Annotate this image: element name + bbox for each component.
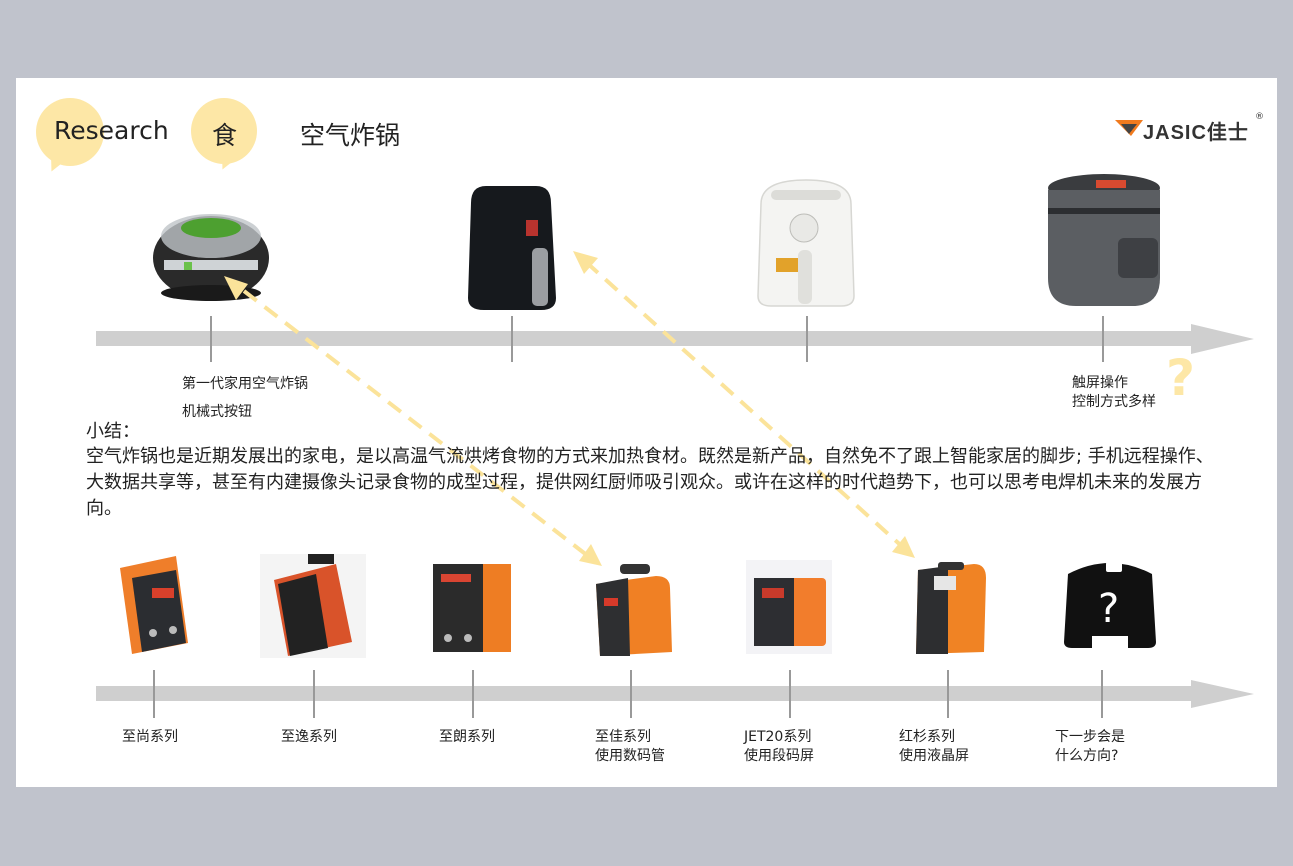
welder-hongshan-image xyxy=(916,562,986,654)
slide: Research 食 空气炸锅 JASIC佳士 ® xyxy=(16,78,1277,787)
summary-body: 空气炸锅也是近期发展出的家电，是以高温气流烘烤食物的方式来加热食材。既然是新产品… xyxy=(86,446,1214,519)
research-bubble xyxy=(36,98,104,166)
welder-caption-7-line1: 下一步会是 xyxy=(1055,729,1125,745)
page-title: 空气炸锅 xyxy=(300,121,401,150)
caption-smart-line2: 控制方式多样 xyxy=(1072,394,1156,410)
food-label: 食 xyxy=(212,121,238,150)
jasic-logo-mark-icon xyxy=(1115,120,1143,136)
welder-jet20-image xyxy=(746,560,832,654)
caption-gen1-line2: 机械式按钮 xyxy=(182,404,252,420)
welder-zhilang-image xyxy=(433,564,511,652)
welder-next-unknown-image xyxy=(1064,562,1156,648)
welder-caption-2: 至逸系列 xyxy=(281,729,337,745)
welder-caption-5-line1: JET20系列 xyxy=(744,729,812,745)
air-fryer-gen1-image xyxy=(153,214,269,301)
comparison-arrows xyxy=(224,251,915,566)
welder-caption-3: 至朗系列 xyxy=(439,729,495,745)
question-mark-icon: ? xyxy=(1166,349,1196,407)
welder-caption-4-line1: 至佳系列 xyxy=(595,729,651,745)
graphics-layer xyxy=(96,174,1254,718)
welder-caption-5-line2: 使用段码屏 xyxy=(744,748,814,764)
welder-caption-6-line1: 红杉系列 xyxy=(899,729,955,745)
summary-heading: 小结： xyxy=(86,421,140,442)
welder-caption-6-line2: 使用液晶屏 xyxy=(899,748,969,764)
welder-timeline xyxy=(96,670,1254,718)
air-fryer-smart-image xyxy=(1048,174,1160,306)
welder-zhishang-image xyxy=(120,556,188,654)
welder-caption-7-line2: 什么方向? xyxy=(1055,748,1119,764)
welder-caption-1: 至尚系列 xyxy=(122,729,178,745)
jasic-logo: JASIC佳士 ® xyxy=(1113,112,1264,144)
food-bubble xyxy=(191,98,257,164)
caption-smart-line1: 触屏操作 xyxy=(1072,375,1128,391)
research-label: Research xyxy=(54,116,169,145)
air-fryer-philips-image xyxy=(468,186,556,310)
logo-text: JASIC佳士 xyxy=(1143,122,1249,144)
unknown-mark: ? xyxy=(1098,586,1120,632)
welder-caption-4-line2: 使用数码管 xyxy=(595,748,665,764)
welder-zhijia-image xyxy=(596,564,672,656)
caption-gen1-line1: 第一代家用空气炸锅 xyxy=(182,376,308,392)
air-fryer-timeline xyxy=(96,316,1254,362)
registered-mark: ® xyxy=(1255,112,1264,122)
welder-zhiyi-image xyxy=(260,554,366,658)
air-fryer-white-image xyxy=(757,179,855,307)
